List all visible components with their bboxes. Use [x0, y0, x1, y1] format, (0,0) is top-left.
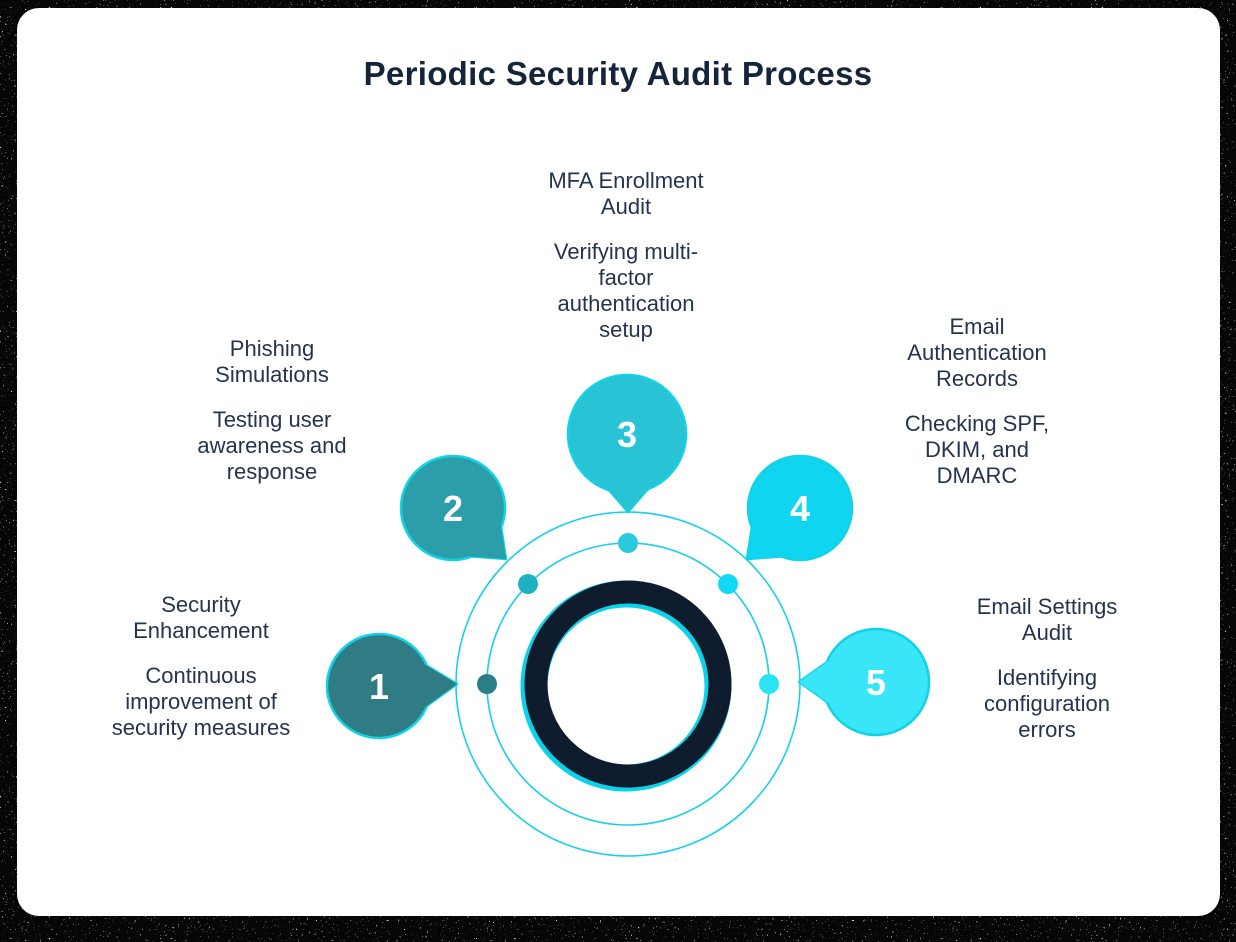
bubble-tail [603, 483, 653, 512]
step-number: 1 [369, 666, 389, 707]
step-heading: Email Authentication Records [907, 314, 1047, 391]
step-heading: MFA Enrollment Audit [548, 168, 704, 219]
bubble-tail [799, 660, 830, 704]
step-label-4: Email Authentication Records Checking SP… [857, 314, 1097, 489]
step-heading: Security Enhancement [133, 592, 269, 643]
outer-orbit-circle [455, 511, 801, 857]
step-heading: Phishing Simulations [215, 336, 329, 387]
step-label-2: Phishing Simulations Testing user awaren… [152, 336, 392, 485]
orbit-dot-2 [518, 574, 538, 594]
orbit-dot-5 [759, 674, 779, 694]
step-bubble-2: 2 [399, 454, 508, 562]
bubble-circle [399, 454, 507, 562]
step-number: 5 [866, 662, 886, 703]
step-label-3: MFA Enrollment Audit Verifying multi- fa… [506, 168, 746, 343]
step-number: 2 [443, 488, 463, 529]
step-description: Checking SPF, DKIM, and DMARC [904, 411, 1050, 488]
step-label-5: Email Settings Audit Identifying configu… [927, 594, 1167, 743]
orbit-dot-1 [477, 674, 497, 694]
step-description: Identifying configuration errors [984, 665, 1110, 742]
orbit-dot-3 [618, 533, 638, 553]
bubble-tail [424, 664, 457, 708]
step-number: 4 [790, 488, 810, 529]
step-number: 3 [617, 414, 637, 455]
page-title: Periodic Security Audit Process [363, 55, 873, 92]
step-description: Continuous improvement of security measu… [111, 663, 291, 740]
step-description: Verifying multi- factor authentication s… [553, 239, 699, 342]
step-bubble-4: 4 [745, 454, 854, 562]
bubble-tail [465, 520, 506, 559]
center-ring [524, 580, 732, 788]
step-heading: Email Settings Audit [976, 594, 1118, 645]
step-description: Testing user awareness and response [197, 407, 347, 484]
bubble-circle [746, 454, 854, 562]
step-bubble-3: 3 [566, 373, 688, 514]
bubble-tail [747, 520, 788, 559]
step-bubble-5: 5 [797, 627, 931, 737]
orbit-dot-4 [718, 574, 738, 594]
step-label-1: Security Enhancement Continuous improvem… [81, 592, 321, 741]
step-bubble-1: 1 [325, 632, 459, 740]
